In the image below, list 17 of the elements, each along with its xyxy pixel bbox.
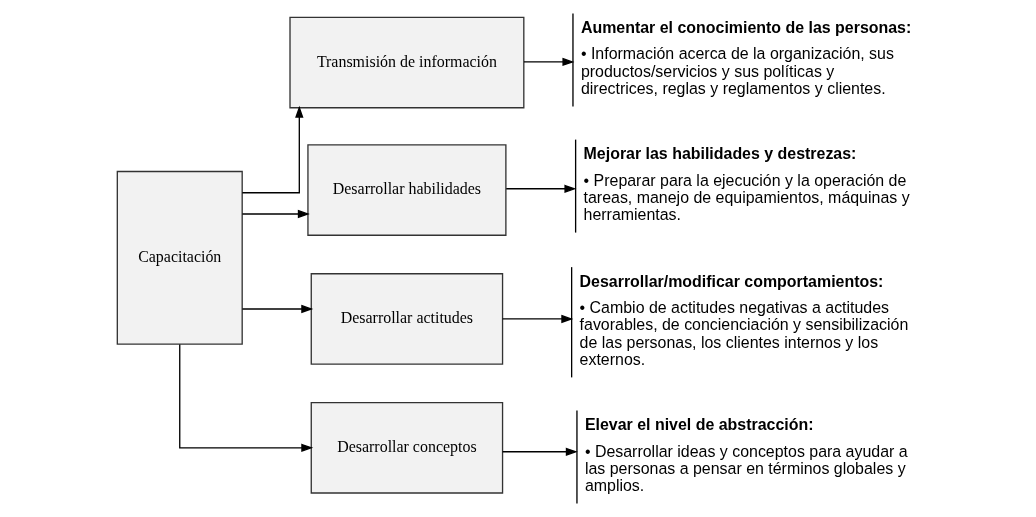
node-text: Elevar el nivel de abstracción: • Desarrollar ideas y conceptos para ayudar a las personas a pensar en términos globales y amplios. (584, 416, 908, 495)
arrow (241, 105, 303, 194)
node-text: Aumentar el conocimiento de las personas: • Información acerca de la organización, sus productos/servicios y sus políticas y directrices, reglas y reglamentos y clientes. (580, 18, 911, 97)
arrow (178, 343, 313, 452)
node-box: Desarrollar conceptos (310, 401, 503, 494)
node-text: Mejorar las habilidades y destrezas: • Preparar para la ejecución y la operación de tareas, manejo de equipamientos, máquinas y herramientas. (583, 145, 910, 224)
node-box: Capacitación (116, 170, 243, 345)
node-box: Transmisión de información (288, 16, 524, 109)
arrow (505, 184, 576, 193)
arrow (522, 57, 574, 67)
node-box: Desarrollar actitudes (310, 273, 503, 365)
node-box: Desarrollar habilidades (306, 144, 507, 236)
node-text: Desarrollar/modificar comportamientos: • Cambio de actitudes negativas a actitudes favorables, de concienciación y sensibilización de las personas, los clientes internos y los externos. (579, 272, 908, 368)
arrow (501, 314, 573, 324)
arrow (241, 304, 313, 314)
arrow (501, 447, 578, 456)
arrow (241, 209, 310, 219)
